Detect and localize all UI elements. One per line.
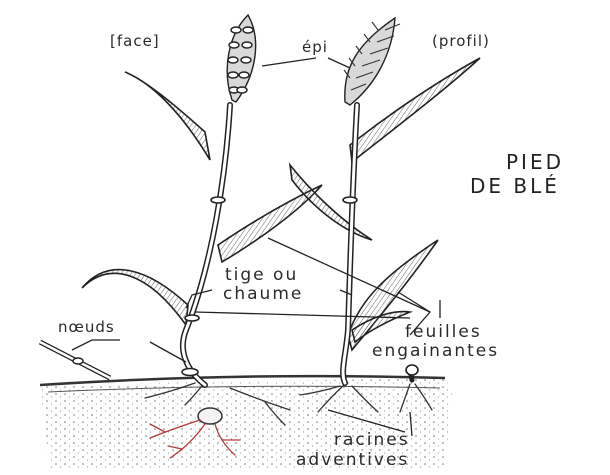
label-noeuds: nœuds: [58, 320, 115, 335]
label-chaume: chaume: [223, 286, 303, 303]
side-stem: [40, 342, 110, 378]
title-line-1: PIED: [506, 152, 564, 172]
label-adventives: adventives: [296, 452, 409, 469]
label-tige-ou: tige ou: [225, 267, 298, 284]
label-face: [face]: [110, 34, 160, 49]
label-feuilles: feuilles: [405, 324, 482, 341]
label-profil: (profil): [432, 34, 490, 49]
label-engainantes: engainantes: [372, 343, 499, 360]
label-epi: épi: [302, 40, 328, 55]
seed: [198, 408, 222, 424]
title-line-2: DE BLÉ: [470, 176, 560, 196]
wheat-ears: [227, 15, 400, 105]
label-racines: racines: [334, 432, 410, 449]
